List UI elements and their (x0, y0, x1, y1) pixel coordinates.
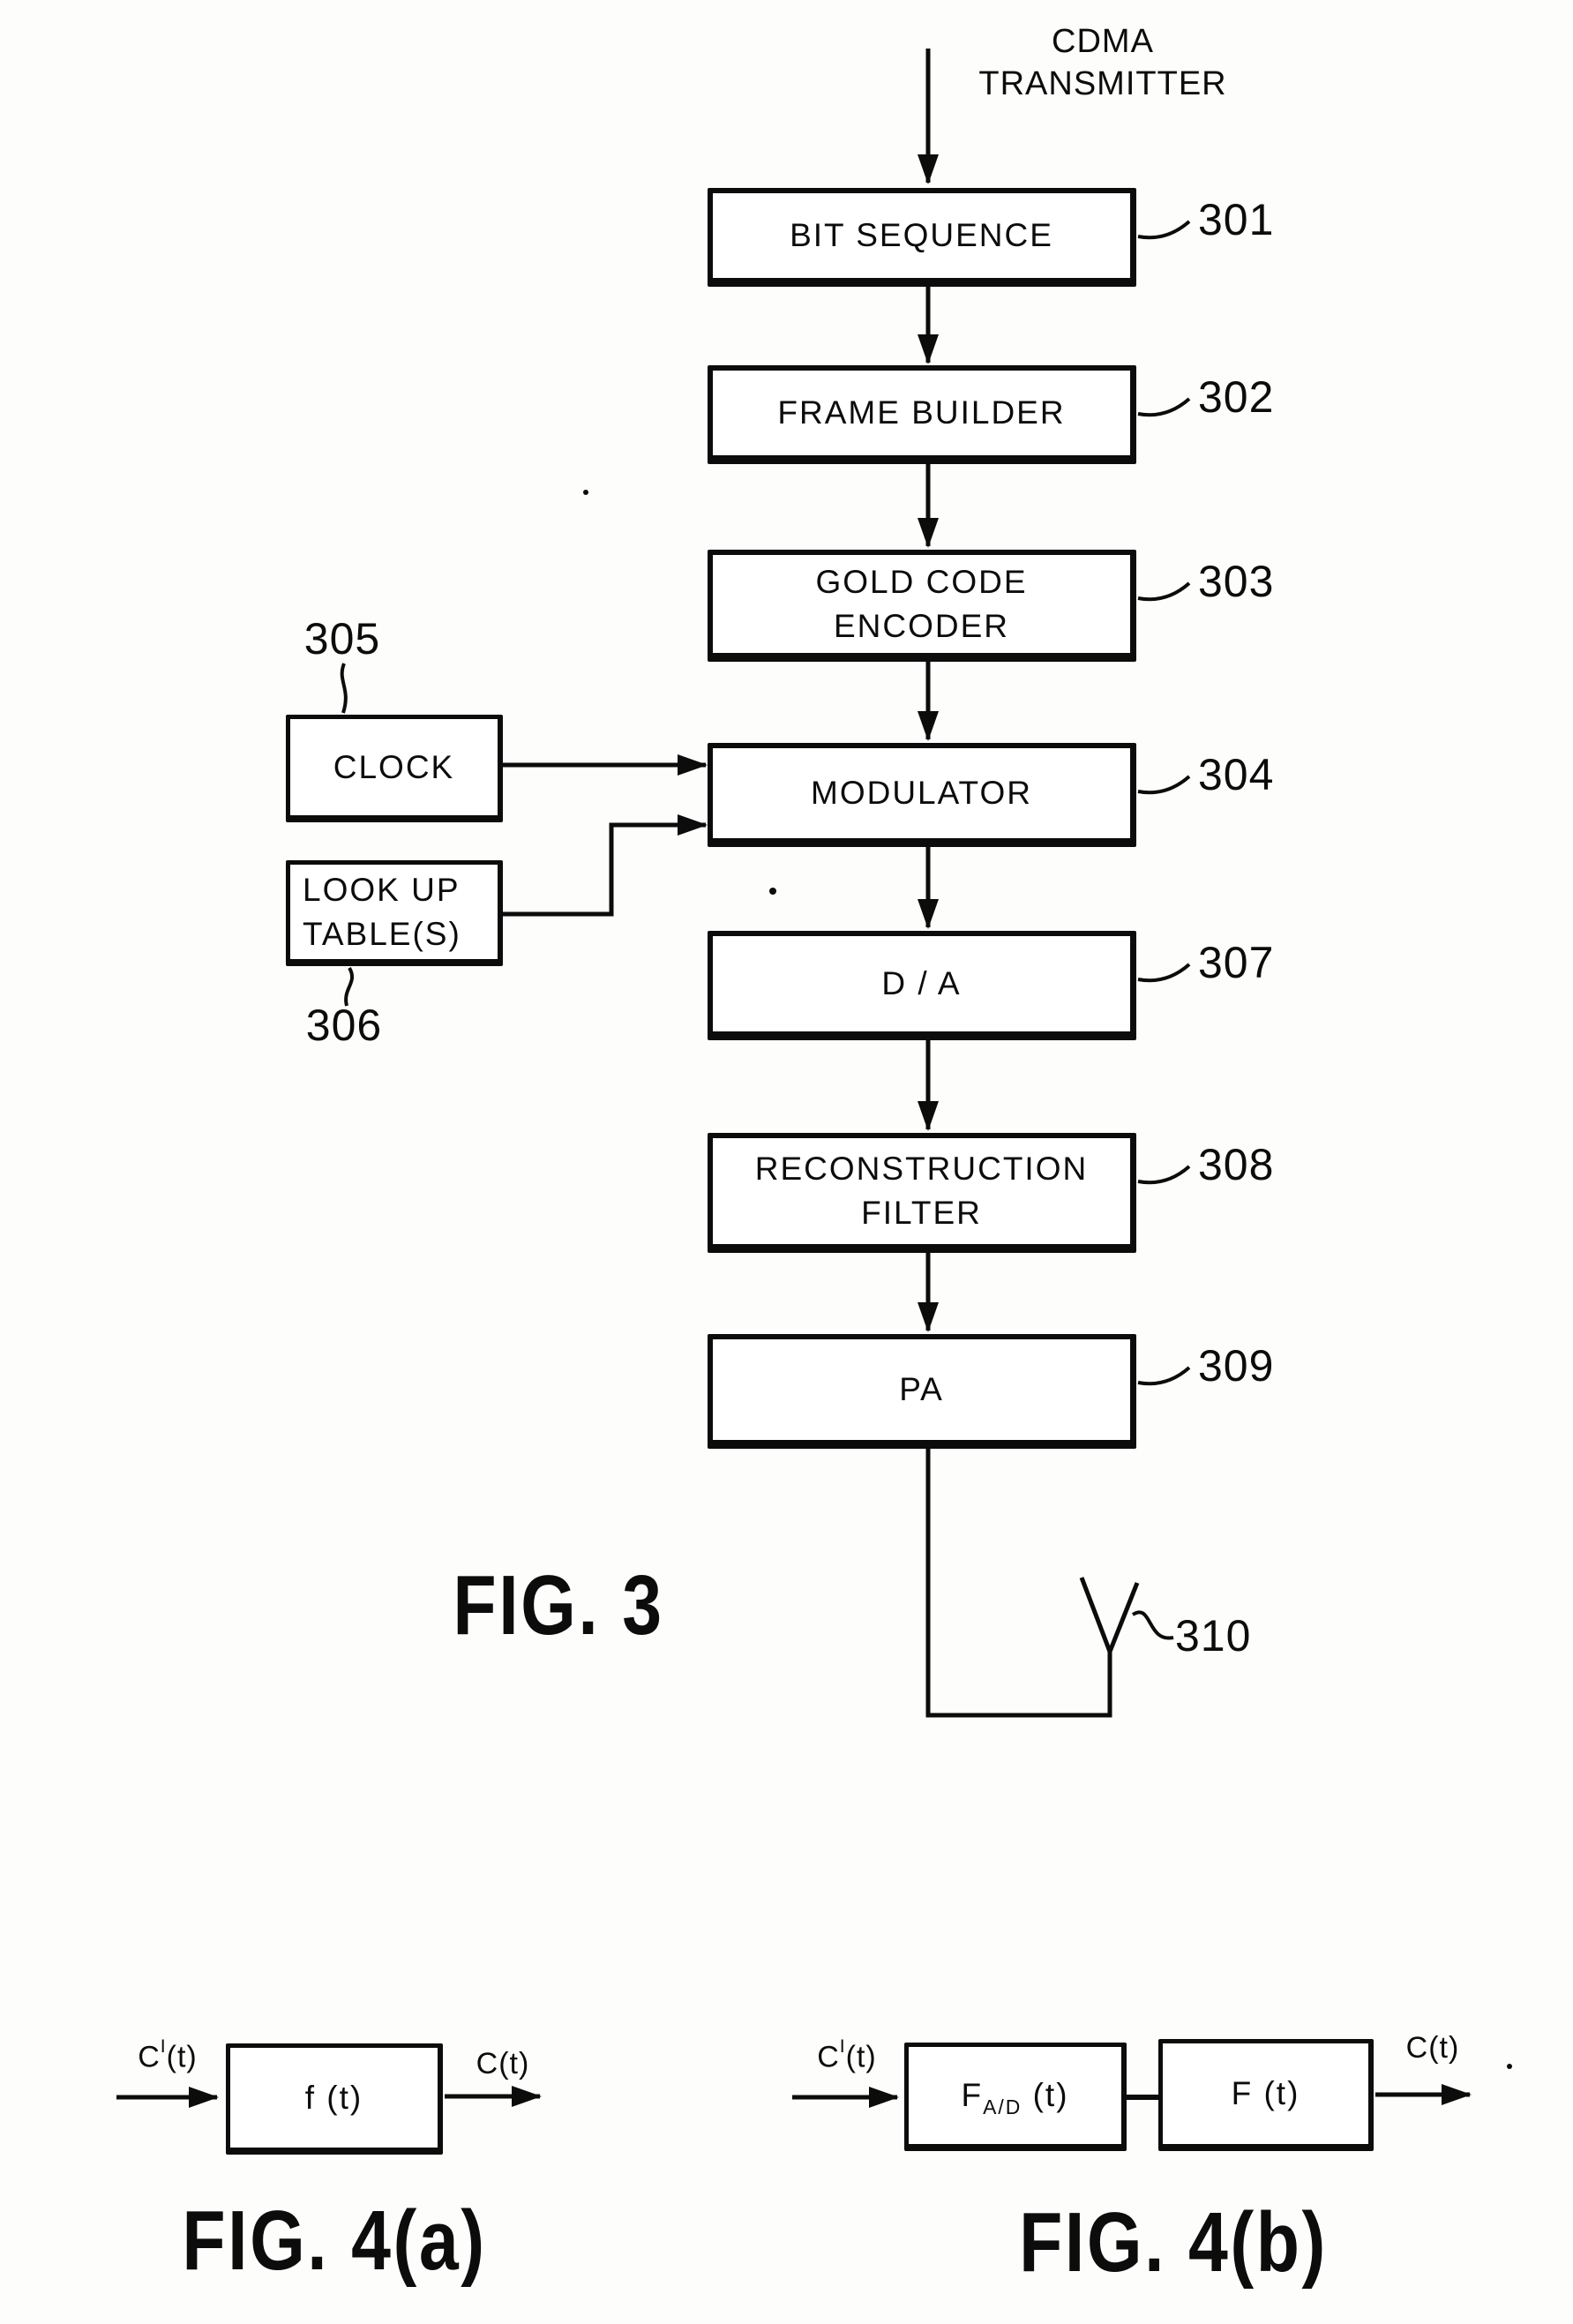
block-label: RECONSTRUCTION FILTER (754, 1151, 1089, 1231)
ref-305: 305 (303, 614, 381, 663)
block-pa: PA (708, 1334, 1136, 1449)
scan-speck (1507, 2064, 1512, 2069)
block-label: CLOCK (333, 748, 455, 785)
block-clock: CLOCK (286, 715, 503, 822)
leader-307 (1137, 963, 1191, 983)
antenna-icon (1079, 1577, 1140, 1653)
ref-309: 309 (1198, 1341, 1275, 1391)
fig4a-box-ft: f (t) (226, 2043, 443, 2155)
block-label: FA/D (t) (961, 2077, 1069, 2119)
block-look-up-tables: LOOK UP TABLE(S) (286, 860, 503, 966)
block-label: f (t) (304, 2079, 363, 2116)
ref-310: 310 (1175, 1611, 1252, 1661)
block-label: D / A (881, 965, 962, 1002)
transmitter-line: TRANSMITTER (978, 64, 1227, 102)
scan-speck (769, 888, 776, 895)
block-label: FRAME BUILDER (777, 394, 1066, 431)
superscript-i: I (839, 2036, 846, 2057)
block-label: MODULATOR (811, 775, 1032, 812)
block-label: BIT SEQUENCE (790, 217, 1053, 254)
fig4a-title: FIG. 4(a) (182, 2193, 487, 2288)
block-label: GOLD CODE ENCODER (815, 563, 1028, 644)
leader-305 (340, 663, 348, 714)
lut-connector (503, 814, 708, 917)
ref-302: 302 (1198, 372, 1275, 422)
leader-301 (1137, 220, 1191, 240)
block-frame-builder: FRAME BUILDER (708, 365, 1136, 464)
leader-304 (1137, 775, 1191, 795)
fig4b-box-fad: FA/D (t) (904, 2043, 1127, 2151)
block-modulator: MODULATOR (708, 743, 1136, 847)
block-label: LOOK UP TABLE(S) (303, 871, 461, 952)
leader-309 (1137, 1366, 1191, 1386)
ref-303: 303 (1198, 557, 1275, 606)
block-gold-code-encoder: GOLD CODE ENCODER (708, 550, 1136, 662)
scan-speck (583, 490, 588, 495)
leader-306 (344, 966, 355, 1007)
ref-307: 307 (1198, 938, 1275, 987)
cdma-transmitter-label: CDMA TRANSMITTER (957, 21, 1248, 105)
ref-308: 308 (1198, 1140, 1275, 1189)
block-reconstruction-filter: RECONSTRUCTION FILTER (708, 1133, 1136, 1253)
superscript-i: I (160, 2036, 167, 2057)
cdma-line: CDMA (1052, 23, 1154, 60)
fig3-title: FIG. 3 (453, 1558, 664, 1653)
block-da-converter: D / A (708, 931, 1136, 1040)
leader-302 (1137, 397, 1191, 417)
subscript-ad: A/D (983, 2095, 1022, 2119)
fig4b-title: FIG. 4(b) (1019, 2195, 1328, 2290)
block-label: PA (899, 1371, 944, 1408)
ref-301: 301 (1198, 195, 1275, 244)
block-bit-sequence: BIT SEQUENCE (708, 188, 1136, 287)
antenna-feed-line (925, 1449, 1112, 1718)
ref-306: 306 (305, 1001, 383, 1050)
fig4a-input-label: CI(t) (138, 2036, 198, 2074)
fig4b-input-label: CI(t) (817, 2036, 877, 2074)
leader-310 (1131, 1610, 1174, 1640)
ref-304: 304 (1198, 750, 1275, 799)
fig4b-box-ft: F (t) (1158, 2039, 1374, 2151)
fig4b-output-label: C(t) (1405, 2031, 1460, 2065)
leader-308 (1137, 1165, 1191, 1185)
leader-303 (1137, 581, 1191, 602)
fig4a-output-label: C(t) (476, 2047, 530, 2080)
block-label: F (t) (1231, 2075, 1300, 2112)
